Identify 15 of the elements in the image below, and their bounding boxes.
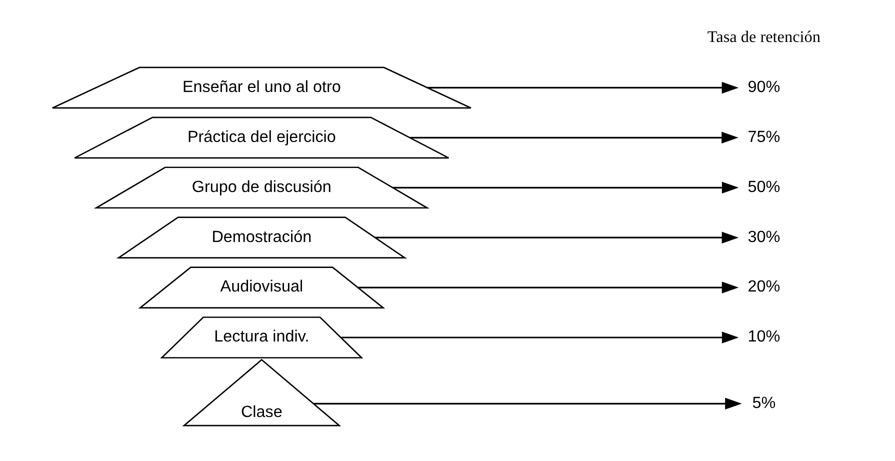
node-text: 20% xyxy=(747,278,780,296)
arrow xyxy=(427,82,738,94)
arrow xyxy=(313,398,742,410)
arrow xyxy=(392,182,738,194)
node-text: 30% xyxy=(747,228,780,246)
node-text: 90% xyxy=(747,78,780,96)
node-text: 75% xyxy=(747,128,780,146)
node-text: 10% xyxy=(747,328,780,346)
label: Tasa de retención xyxy=(706,28,820,46)
arrow xyxy=(340,332,738,344)
arrow xyxy=(374,232,738,244)
node-text: 5% xyxy=(752,394,776,412)
arrow xyxy=(358,282,738,294)
node-text: 50% xyxy=(747,178,780,196)
arrow xyxy=(410,132,738,144)
